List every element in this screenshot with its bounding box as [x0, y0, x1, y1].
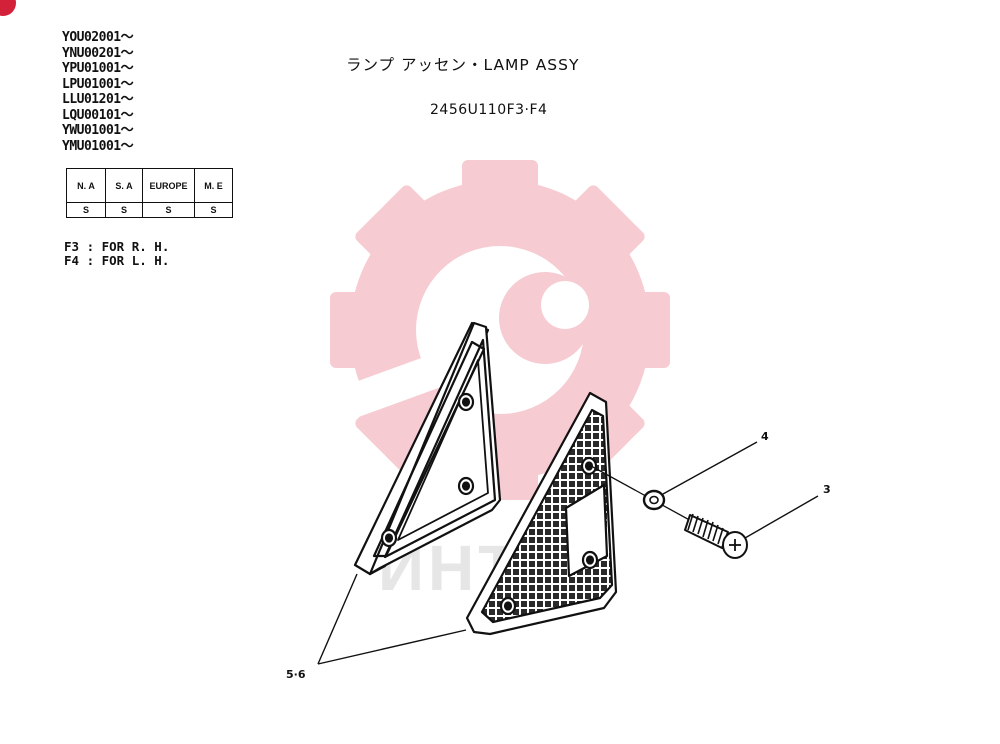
reflector-lens-right	[465, 391, 618, 636]
corner-mark	[0, 0, 16, 16]
note-f3: F3 : FOR R. H.	[64, 239, 170, 254]
region-table: N. A S. A EUROPE M. E S S S S	[66, 168, 233, 218]
region-header-europe: EUROPE	[142, 168, 195, 203]
reflector-frame-left	[353, 321, 502, 576]
serial-item: LQU00101～	[62, 107, 134, 123]
serial-item: LPU01001～	[62, 76, 134, 92]
callout-3: 3	[823, 483, 831, 496]
watermark-gear-icon	[310, 160, 670, 500]
region-value-na: S	[66, 202, 106, 218]
side-notes: F3 : FOR R. H. F4 : FOR L. H.	[64, 240, 169, 268]
callout-4: 4	[761, 430, 769, 443]
serial-list: YOU02001～ YNU00201～ YPU01001～ LPU01001～ …	[62, 30, 134, 154]
region-header-row: N. A S. A EUROPE M. E	[66, 168, 233, 203]
region-header-na: N. A	[66, 168, 106, 203]
serial-item: YOU02001～	[62, 30, 134, 45]
region-value-row: S S S S	[66, 202, 233, 218]
washer-part	[642, 489, 666, 511]
part-number: 2456U110F3·F4	[430, 102, 548, 118]
screw-part	[684, 513, 748, 559]
region-header-me: M. E	[194, 168, 233, 203]
serial-item: YPU01001～	[62, 61, 134, 76]
region-value-me: S	[194, 202, 233, 218]
serial-item: YWU01001～	[62, 123, 134, 138]
serial-item: YNU00201～	[62, 45, 134, 61]
callout-5-6: 5·6	[286, 668, 306, 681]
serial-item: LLU01201～	[62, 92, 134, 107]
serial-item: YMU01001～	[62, 138, 134, 154]
note-f4: F4 : FOR L. H.	[64, 253, 170, 268]
leader-lines	[317, 441, 819, 665]
page-title: ランプ アッセン・LAMP ASSY	[346, 56, 580, 74]
